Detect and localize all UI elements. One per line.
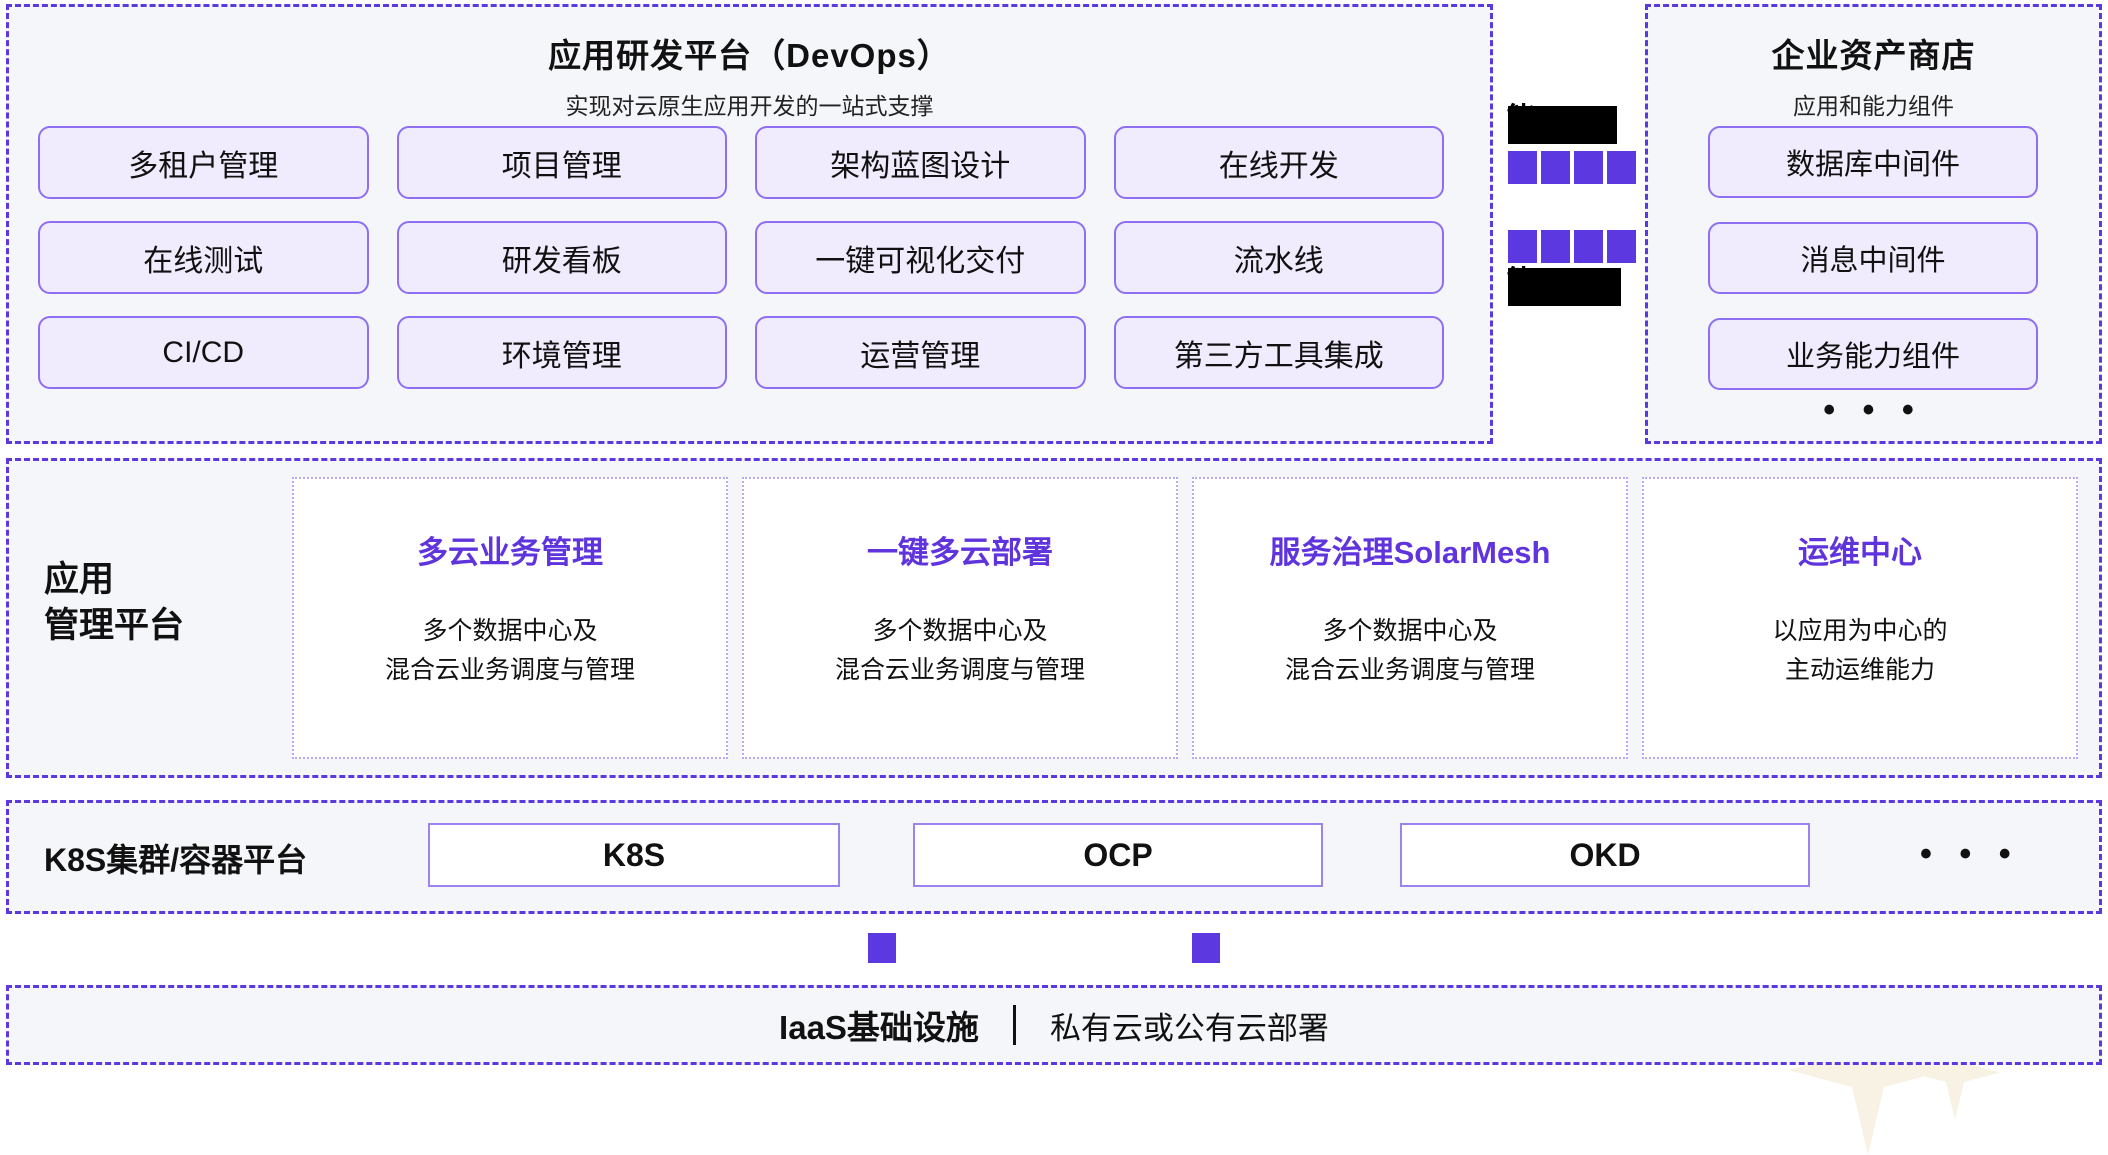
iaas-infrastructure-section: IaaS基础设施 私有云或公有云部署 (6, 985, 2102, 1065)
iaas-content-row: IaaS基础设施 私有云或公有云部署 (9, 988, 2099, 1062)
connector-redacted-bar-top (1508, 106, 1617, 144)
devops-capability-grid: 多租户管理 项目管理 架构蓝图设计 在线开发 在线测试 研发看板 一键可视化交付… (38, 126, 1444, 389)
app-management-card-2[interactable]: 服务治理SolarMesh 多个数据中心及 混合云业务调度与管理 (1192, 477, 1628, 759)
card-desc-line2: 主动运维能力 (1784, 656, 1935, 684)
card-title: 运维中心 (1798, 535, 1922, 570)
asset-item-1[interactable]: 消息中间件 (1708, 222, 2038, 294)
connector-block (1541, 230, 1570, 263)
connector-block (1574, 151, 1603, 184)
devops-item-8[interactable]: CI/CD (38, 316, 369, 389)
connector-block (1541, 151, 1570, 184)
connector-block (1607, 151, 1636, 184)
app-management-platform-label: 应用 管理平台 (44, 557, 244, 649)
app-management-card-0[interactable]: 多云业务管理 多个数据中心及 混合云业务调度与管理 (292, 477, 728, 759)
k8s-iaas-connector-block-right (1192, 933, 1220, 963)
card-desc-line2: 混合云业务调度与管理 (834, 656, 1085, 684)
devops-item-5[interactable]: 研发看板 (396, 221, 727, 294)
iaas-divider (1012, 1005, 1016, 1045)
connector-block (1607, 230, 1636, 263)
card-desc-line1: 多个数据中心及 (872, 617, 1048, 645)
card-title: 服务治理SolarMesh (1269, 535, 1551, 570)
devops-item-0[interactable]: 多租户管理 (38, 126, 369, 199)
card-desc-line1: 多个数据中心及 (1322, 617, 1498, 645)
devops-item-7[interactable]: 流水线 (1113, 221, 1444, 294)
asset-store-list: 数据库中间件 消息中间件 业务能力组件 (1708, 126, 2038, 390)
devops-item-9[interactable]: 环境管理 (396, 316, 727, 389)
k8s-box-ocp[interactable]: OCP (913, 823, 1323, 887)
asset-store-ellipsis: • • • (1823, 391, 1923, 429)
devops-item-1[interactable]: 项目管理 (396, 126, 727, 199)
connector-block-row-bottom (1508, 230, 1636, 263)
devops-subtitle: 实现对云原生应用开发的一站式支撑 (565, 93, 934, 119)
devops-item-4[interactable]: 在线测试 (38, 221, 369, 294)
asset-store-title: 企业资产商店 (1771, 37, 1976, 74)
app-management-card-3[interactable]: 运维中心 以应用为中心的 主动运维能力 (1642, 477, 2078, 759)
connector-block (1508, 151, 1537, 184)
devops-item-6[interactable]: 一键可视化交付 (755, 221, 1086, 294)
k8s-ellipsis: • • • (1920, 835, 2020, 873)
devops-item-3[interactable]: 在线开发 (1113, 126, 1444, 199)
app-management-label-line2: 管理平台 (44, 606, 185, 645)
card-desc-line1: 多个数据中心及 (422, 617, 598, 645)
app-management-label-line1: 应用 (44, 560, 115, 599)
app-management-card-1[interactable]: 一键多云部署 多个数据中心及 混合云业务调度与管理 (742, 477, 1178, 759)
connector-block (1574, 230, 1603, 263)
card-desc-line2: 混合云业务调度与管理 (1284, 656, 1535, 684)
asset-store-subtitle: 应用和能力组件 (1793, 93, 1954, 119)
card-desc-line1: 以应用为中心的 (1772, 617, 1948, 645)
card-title: 多云业务管理 (417, 535, 603, 570)
k8s-iaas-connector-block-left (868, 933, 896, 963)
connector-block-row-top (1508, 151, 1636, 184)
iaas-subtitle: 私有云或公有云部署 (1049, 1010, 1329, 1046)
iaas-title: IaaS基础设施 (779, 1009, 979, 1046)
devops-title: 应用研发平台（DevOps） (548, 37, 951, 74)
k8s-box-k8s[interactable]: K8S (428, 823, 840, 887)
k8s-box-okd[interactable]: OKD (1400, 823, 1810, 887)
app-management-card-grid: 多云业务管理 多个数据中心及 混合云业务调度与管理 一键多云部署 多个数据中心及… (292, 477, 2078, 759)
asset-item-0[interactable]: 数据库中间件 (1708, 126, 2038, 198)
devops-item-2[interactable]: 架构蓝图设计 (755, 126, 1086, 199)
card-desc-line2: 混合云业务调度与管理 (384, 656, 635, 684)
connector-column: 能 能 (1500, 4, 1640, 444)
card-title: 一键多云部署 (867, 535, 1053, 570)
devops-item-10[interactable]: 运营管理 (755, 316, 1086, 389)
k8s-platform-label: K8S集群/容器平台 (44, 842, 308, 878)
connector-block (1508, 230, 1537, 263)
connector-redacted-bar-bottom (1508, 268, 1621, 306)
devops-item-11[interactable]: 第三方工具集成 (1113, 316, 1444, 389)
asset-item-2[interactable]: 业务能力组件 (1708, 318, 2038, 390)
